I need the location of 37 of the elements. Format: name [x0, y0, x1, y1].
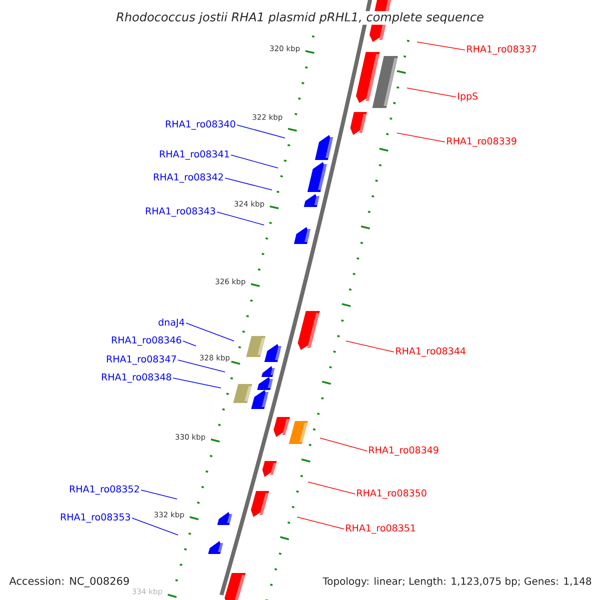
leader-line — [186, 322, 234, 342]
gene-label: RHA1_ro08339 — [447, 137, 516, 147]
accession-text: Accession: NC_008269 — [8, 576, 131, 588]
title: Rhodococcus jostii RHA1 plasmid pRHL1, complete sequence — [115, 11, 485, 25]
gene-label: RHA1_ro08349 — [369, 446, 438, 456]
leader-line — [178, 360, 226, 372]
leader-line — [396, 132, 446, 142]
gene-label: RHA1_ro08342 — [154, 173, 223, 183]
gene-label: RHA1_ro08350 — [357, 489, 426, 499]
leader-line — [216, 212, 264, 226]
gene-label: RHA1_ro08346 — [112, 336, 182, 346]
leader-line — [320, 438, 368, 452]
gene-label: dnaJ4 — [158, 318, 184, 328]
gene-label: RHA1_ro08348 — [102, 373, 172, 383]
gene-label: RHA1_ro08351 — [346, 524, 416, 534]
leader-line — [230, 154, 278, 168]
leader-line — [132, 518, 178, 536]
gene-label: IppS — [458, 92, 478, 102]
gene-label: RHA1_ro08347 — [106, 355, 176, 365]
leader-line — [224, 178, 272, 190]
leader-line — [172, 378, 222, 388]
leader-line — [416, 42, 466, 50]
gene-label: RHA1_ro08344 — [396, 347, 466, 357]
leader-line — [406, 88, 456, 98]
leader-line — [140, 490, 178, 500]
gene-label: RHA1_ro08341 — [160, 150, 229, 160]
leader-line — [236, 124, 286, 138]
gene-label: RHA1_ro08337 — [467, 45, 536, 55]
gene-label: RHA1_ro08353 — [60, 513, 130, 523]
leader-line — [182, 340, 196, 346]
gene-label: RHA1_ro08343 — [146, 207, 216, 217]
leader-line — [346, 340, 394, 352]
gene-label: RHA1_ro08352 — [70, 485, 139, 495]
leader-line — [296, 516, 344, 530]
leader-line — [308, 482, 356, 494]
summary-text: Topology: linear; Length: 1,123,075 bp; Genes: 1,148 — [322, 576, 593, 588]
gene-label: RHA1_ro08340 — [166, 120, 236, 130]
